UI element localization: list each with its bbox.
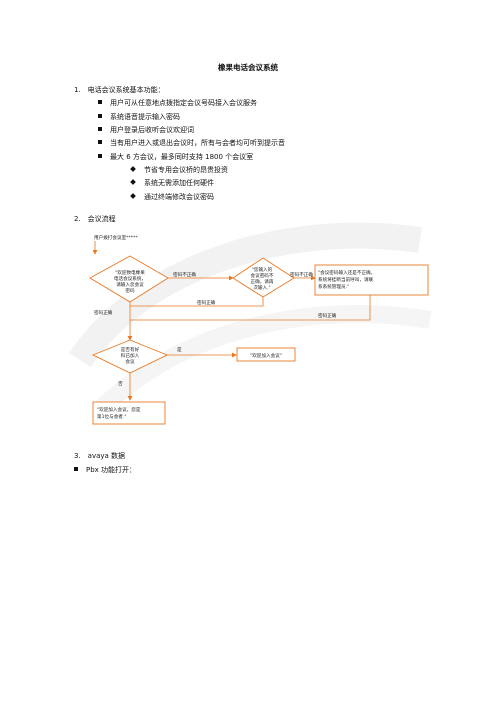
label-wrong-2: 密码不正确 <box>290 271 313 278</box>
bullet-square-icon <box>98 154 102 158</box>
sub-list-item: 系统无需添加任何硬件 <box>130 179 214 188</box>
d1-line4: 密码 <box>125 287 135 294</box>
list-item: 用户登录后收听会议欢迎词 <box>98 126 194 135</box>
decision-retry-password <box>232 257 295 298</box>
d1-line2: 电话会议系统， <box>114 275 146 282</box>
label-correct-mid: 密码正确 <box>197 299 216 306</box>
decision-enter-password <box>89 255 169 303</box>
d2-line2: 会议密码不 <box>251 272 274 279</box>
welcome-text: "欢迎加入会议" <box>250 352 282 359</box>
d3-line3: 会议 <box>125 358 135 365</box>
sub-list-item: 通过终端修改会议密码 <box>130 193 214 202</box>
d3-line2: 科已加入 <box>121 352 140 359</box>
label-correct-right: 密码正确 <box>318 312 337 319</box>
label-no: 否 <box>118 381 123 387</box>
d3-line1: 是否有好 <box>121 346 140 353</box>
err-line3: 系系统管理员." <box>318 283 349 290</box>
err-line1: "会议密码输入还是不正确， <box>318 269 375 276</box>
first-participant-box <box>92 401 166 425</box>
watermark-logo <box>69 222 432 417</box>
bullet-square-icon <box>98 114 102 118</box>
flow-start-label: 用户拨打会议室***** <box>94 234 138 241</box>
list-item: 最大 6 方会议，最多同时支持 1800 个会议室 <box>98 153 253 162</box>
d2-line1: "您输入的 <box>252 266 273 273</box>
d2-line4: 次输入." <box>253 284 270 291</box>
section-3-heading: 3. avaya 数据 <box>74 452 126 460</box>
bullet-square-icon <box>74 467 78 471</box>
list-item: 当有用户进入或退出会议时，所有与会者均可听到提示音 <box>98 139 285 148</box>
d2-line3: 正确，请再 <box>251 278 274 285</box>
list-item: 系统语音提示输入密码 <box>98 113 180 122</box>
pbx-item: Pbx 功能打开： <box>74 466 136 475</box>
welcome-box <box>236 347 296 362</box>
label-yes: 是 <box>177 347 182 353</box>
label-wrong-1: 密码不正确 <box>173 271 196 278</box>
error-hangup-box <box>314 264 429 296</box>
bullet-square-icon <box>98 140 102 144</box>
section-2-heading: 2. 会议流程 <box>74 215 116 223</box>
err-line2: 系统将挂断当前呼叫，请联 <box>318 276 374 283</box>
list-item: 用户可从任意地点拨指定会议号码接入会议服务 <box>98 99 257 108</box>
decision-others-joined <box>91 339 169 374</box>
wait-line2: 第1位与会者." <box>97 413 126 420</box>
label-correct-left: 密码正确 <box>94 309 113 316</box>
d1-line3: 请输入您会议 <box>116 281 144 288</box>
section-1-heading: 1. 电话会议系统基本功能： <box>74 86 165 94</box>
sub-list-item: 节省专用会议桥的昂贵投资 <box>130 166 228 175</box>
bullet-square-icon <box>98 100 102 104</box>
bullet-square-icon <box>98 127 102 131</box>
d1-line1: "欢迎致电橡果 <box>115 269 145 276</box>
page-title: 橡果电话会议系统 <box>218 63 278 72</box>
wait-line1: "欢迎加入会议，您是 <box>97 406 141 413</box>
